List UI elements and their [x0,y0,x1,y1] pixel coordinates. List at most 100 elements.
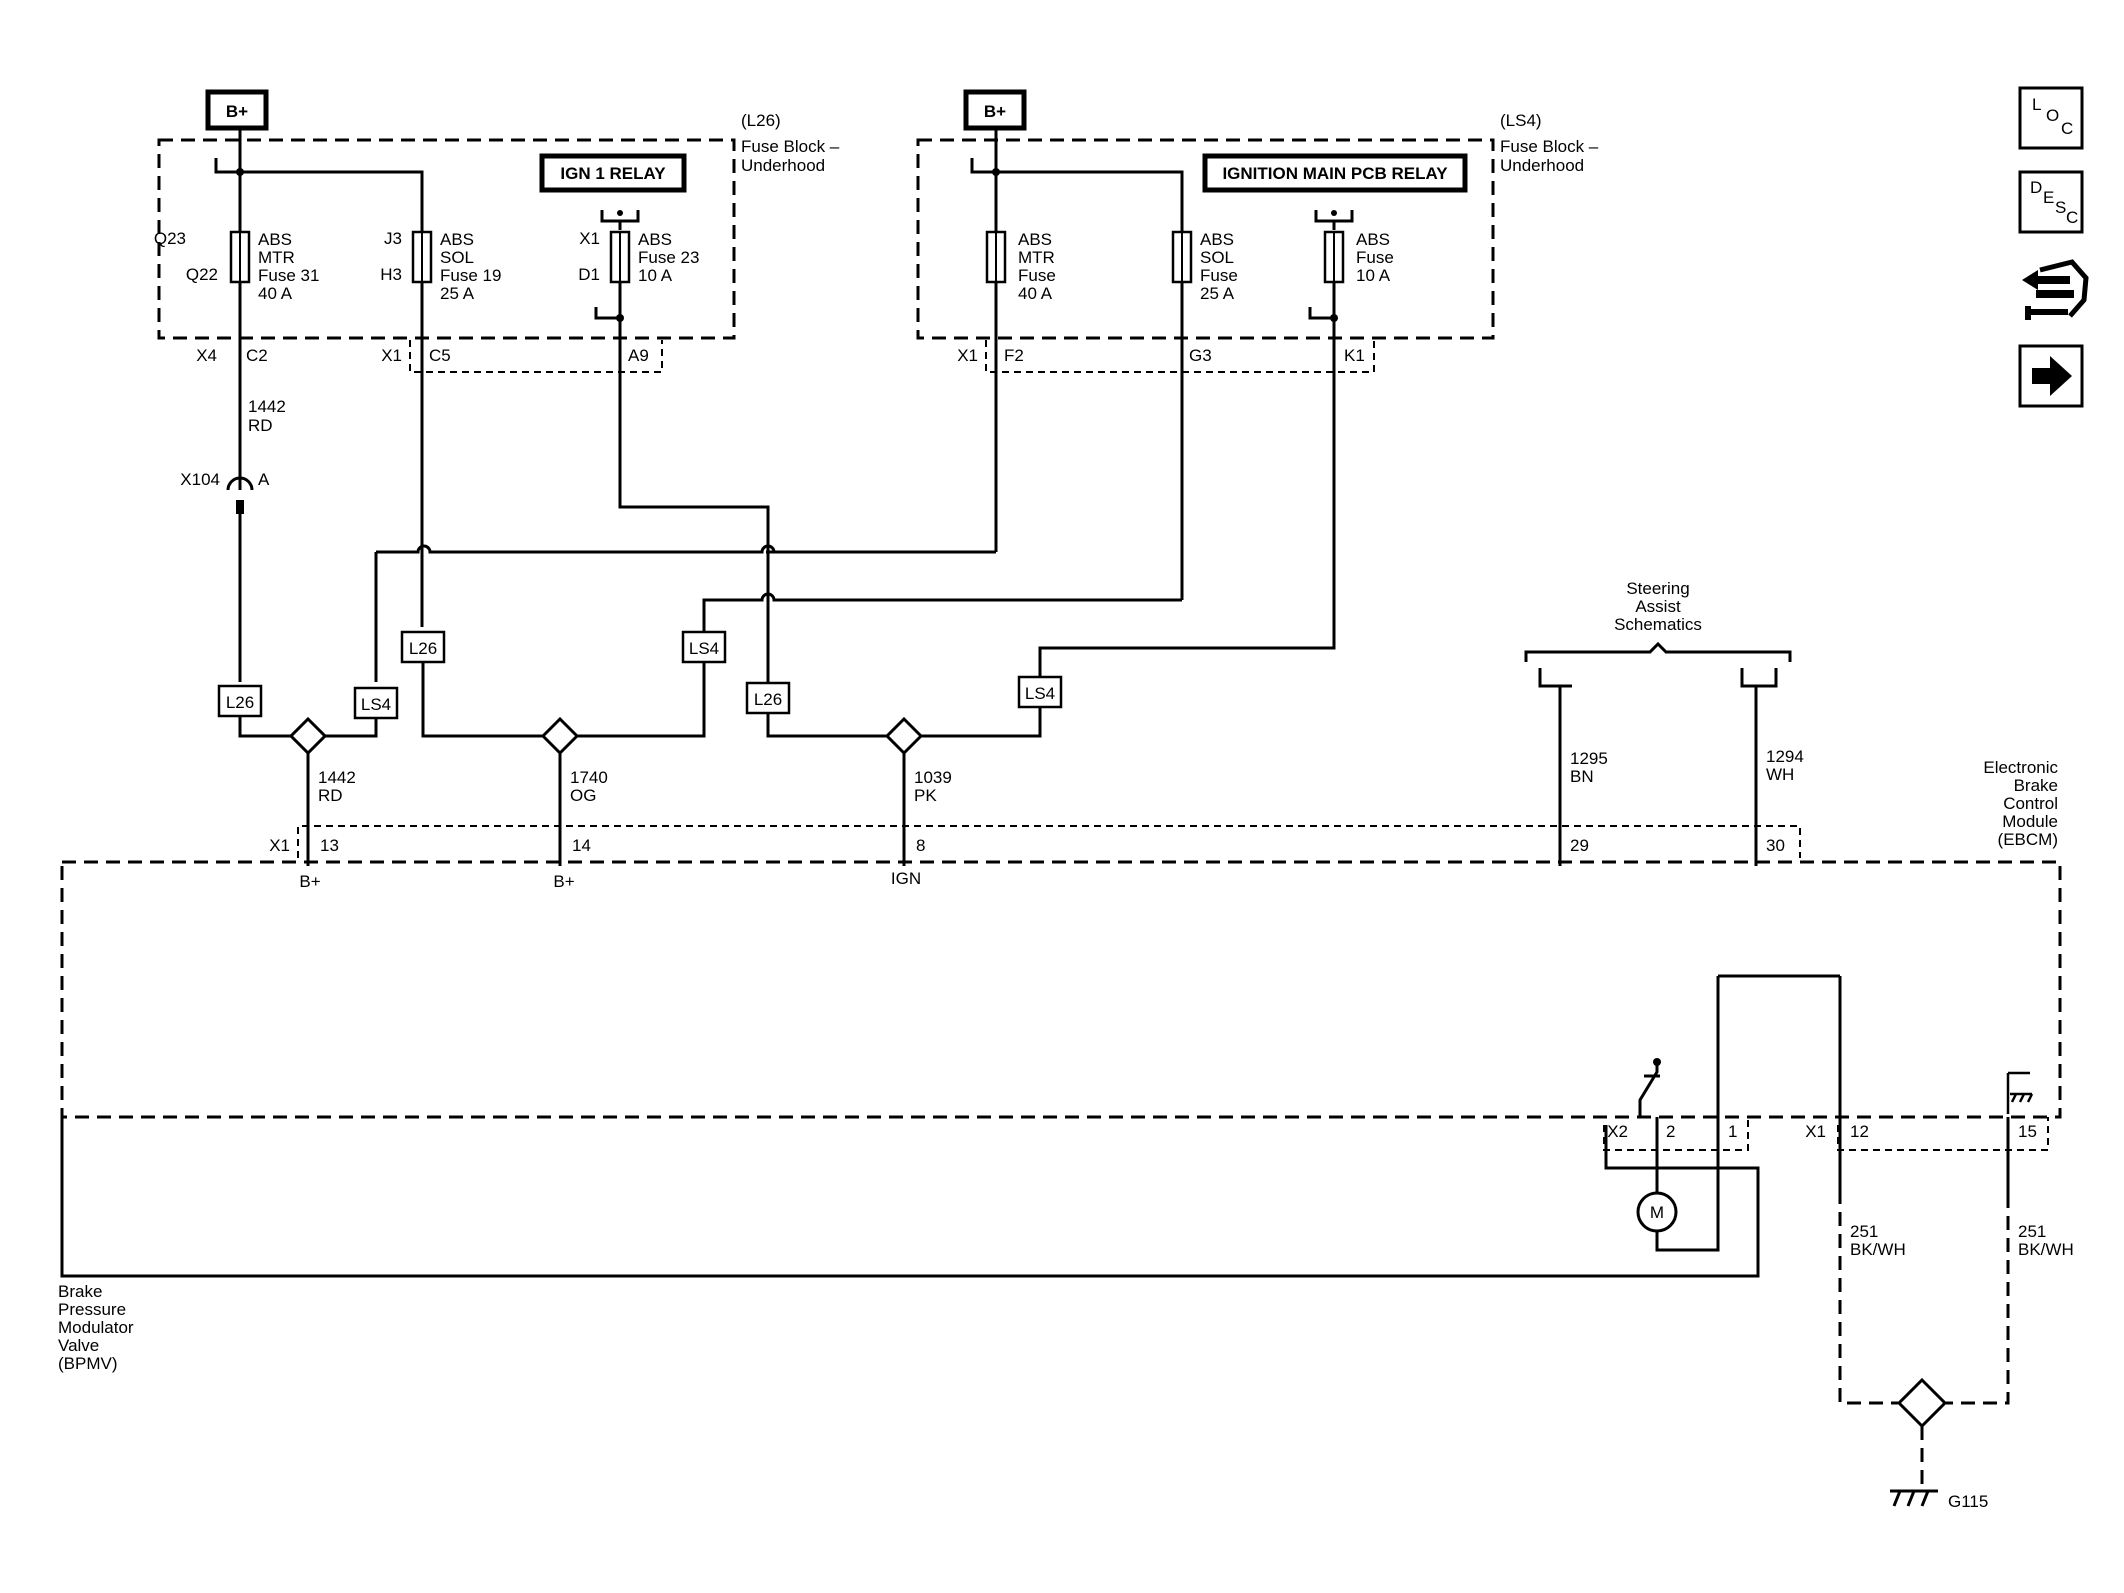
conn-x1-ls4: X1 [957,346,978,365]
wire-1442-top-color: RD [248,416,273,435]
fuse-31-line2: MTR [258,248,295,267]
inline-connector-x104 [226,476,254,491]
ls4-fuse-sol-line4: 25 A [1200,284,1235,303]
fuse-23-line1: ABS [638,230,672,249]
fuse-31-line3: Fuse 31 [258,266,319,285]
bpmv-line3: Modulator [58,1318,134,1337]
loc-letter-l: L [2032,95,2041,114]
ground-circuit: 251 BK/WH 251 BK/WH G115 [1838,1117,2074,1511]
wiring-harness: 1442 RD X104 A [180,318,1182,682]
fuse-19-line3: Fuse 19 [440,266,501,285]
wire-1442-top-num: 1442 [248,397,286,416]
ebcm-pin8: 8 [916,836,925,855]
ebcm-term-bplus-1: B+ [299,872,320,891]
fuse-19-line4: 25 A [440,284,475,303]
ebcm-line4: Module [2002,812,2058,831]
desc-button[interactable]: D E S C [2018,170,2084,234]
connector-diagnostic-icon [2039,259,2089,318]
wire-1442-color: RD [318,786,343,805]
fuse-block-l26-outline [157,138,736,340]
ls4-fuse-ign-line1: ABS [1356,230,1390,249]
fuse-block-ls4-title-1: Fuse Block – [1500,137,1599,156]
fuse-31-line4: 40 A [258,284,293,303]
fuse-31-pin-bottom: Q22 [186,265,218,284]
ground-g115-label: G115 [1948,1492,1988,1511]
ebcm-line5: (EBCM) [1998,830,2058,849]
bpmv-line2: Pressure [58,1300,126,1319]
conn-k1: K1 [1344,346,1365,365]
ebcm-conn-x2: X2 [1607,1122,1628,1141]
loc-letter-c: C [2061,119,2073,138]
ebcm-pin29: 29 [1570,836,1589,855]
ls4-fuse-mtr-line2: MTR [1018,248,1055,267]
tag-l26-a [400,630,446,664]
loc-letter-o: O [2046,106,2059,125]
ebcm-pin13: 13 [320,836,339,855]
fuse-31-line1: ABS [258,230,292,249]
fuse-block-ls4-code: (LS4) [1500,111,1542,130]
splice-1442 [288,716,328,756]
ebcm-conn-x1-bottom: X1 [1805,1122,1826,1141]
b-plus-label-right: B+ [984,102,1006,121]
tag-ls4-b-label: LS4 [361,695,391,714]
ebcm-pin15: 15 [2018,1122,2037,1141]
ebcm-pin14: 14 [572,836,591,855]
fuse-23-line3: 10 A [638,266,673,285]
wire-1039-color: PK [914,786,937,805]
bpmv-line4: Valve [58,1336,99,1355]
fuse-19-pin-bottom: H3 [380,265,402,284]
steering-line1: Steering [1626,579,1689,598]
ground-splice [1896,1377,1948,1429]
wrench-icon [2025,306,2068,320]
pump-motor-switch-icon [1638,1060,1660,1117]
ebcm-conn-x1-top: X1 [269,836,290,855]
wire-1295-color: BN [1570,767,1594,786]
loc-button[interactable]: L O C [2018,86,2084,150]
wire-1740-num: 1740 [570,768,608,787]
ignition-main-pcb-relay-label: IGNITION MAIN PCB RELAY [1222,164,1448,183]
fuse-19-line2: SOL [440,248,474,267]
ebcm-line2: Brake [2014,776,2058,795]
tag-ls4-c-label: LS4 [1025,684,1055,703]
fuse-19-pin-top: J3 [384,229,402,248]
next-page-button[interactable] [2018,344,2084,408]
ebcm-pin30: 30 [1766,836,1785,855]
ebcm-term-bplus-2: B+ [553,872,574,891]
wire-251-a-color: BK/WH [1850,1240,1906,1259]
fuse-block-l26-title-1: Fuse Block – [741,137,840,156]
ls4-fuse-ign-line2: Fuse [1356,248,1394,267]
tag-l26-a-label: L26 [409,639,437,658]
steering-assist-reference: Steering Assist Schematics 1295 BN 1294 … [1524,579,1804,866]
ls4-fuse-mtr-line3: Fuse [1018,266,1056,285]
ebcm-pin1: 1 [1728,1122,1737,1141]
wire-1442-num: 1442 [318,768,356,787]
fuse-23-line2: Fuse 23 [638,248,699,267]
ebcm-pin12: 12 [1850,1122,1869,1141]
splice-1740 [540,716,580,756]
desc-letter-c: C [2066,208,2078,227]
ls4-fuse-mtr-line4: 40 A [1018,284,1053,303]
conn-x1-l26: X1 [381,346,402,365]
ls4-fuse-mtr-line1: ABS [1018,230,1052,249]
connector-diagnostic-button[interactable] [2022,259,2089,320]
bpmv-outline [60,1117,1760,1278]
ground-g115-icon [1890,1489,1938,1507]
fuse-31-pin-top: Q23 [154,229,186,248]
bpmv-line1: Brake [58,1282,102,1301]
wire-251-b-color: BK/WH [2018,1240,2074,1259]
wire-1039-num: 1039 [914,768,952,787]
fuse-23-pin-bottom: D1 [578,265,600,284]
steering-line3: Schematics [1614,615,1702,634]
fuse-23-pin-top: X1 [579,229,600,248]
fuse-block-l26-title-2: Underhood [741,156,825,175]
fuse-block-l26: B+ (L26) Fuse Block – Underhood Q23 Q22 … [154,89,840,490]
b-plus-label-left: B+ [226,102,248,121]
fuse-19-line1: ABS [440,230,474,249]
wire-251-b-num: 251 [2018,1222,2046,1241]
bpmv-line5: (BPMV) [58,1354,118,1373]
conn-g3: G3 [1189,346,1212,365]
conn-c2: C2 [246,346,268,365]
ign1-relay-box [539,153,687,193]
tag-ls4-a [681,630,727,664]
option-tags: L26 LS4 L26 LS4 L26 LS4 1442 RD 1740 OG … [217,630,1063,866]
